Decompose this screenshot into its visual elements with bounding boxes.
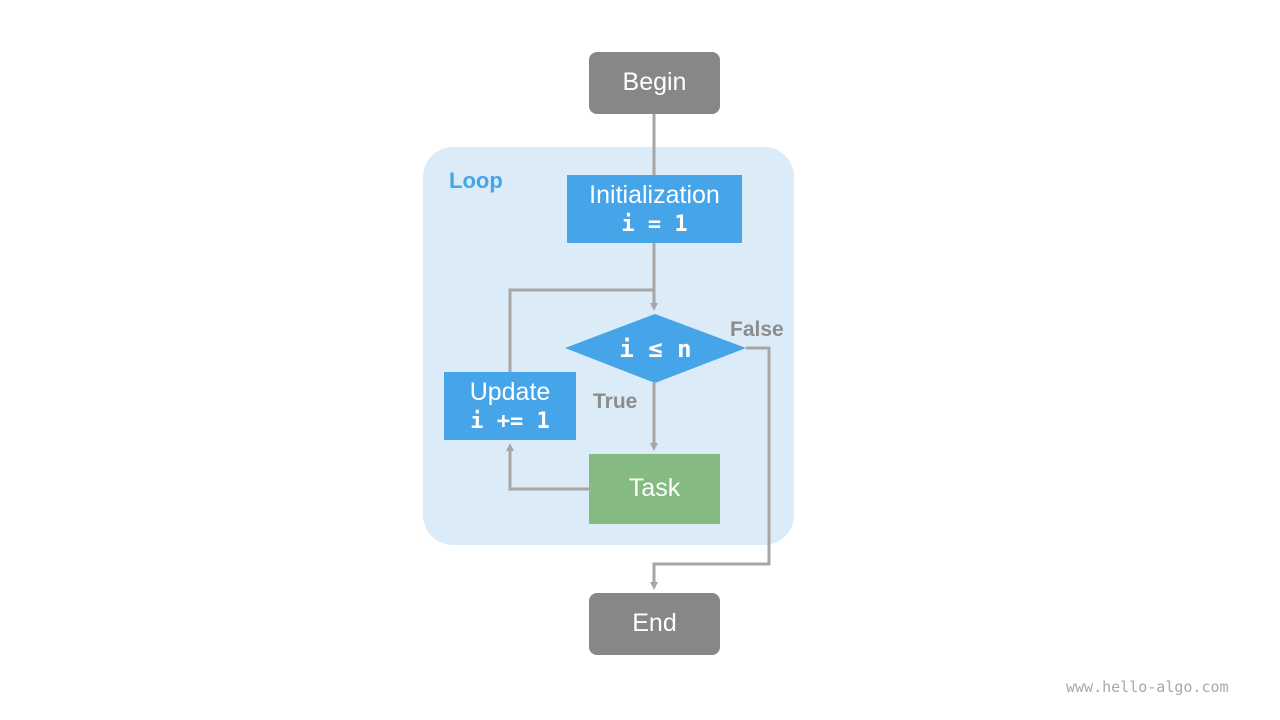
edge-task-update	[506, 443, 589, 491]
initialization-label: Initialization	[589, 180, 720, 209]
initialization-code: i = 1	[621, 211, 688, 237]
begin-node: Begin	[589, 52, 720, 114]
false-edge-label: False	[730, 318, 784, 341]
task-node: Task	[589, 454, 720, 524]
update-node: Update i += 1	[444, 372, 576, 440]
edge-update-condition	[508, 288, 654, 372]
loop-label: Loop	[449, 168, 503, 193]
edge-condition-end	[650, 346, 771, 590]
update-label: Update	[469, 377, 551, 406]
condition-diamond	[565, 314, 746, 383]
end-label: End	[632, 609, 677, 638]
true-edge-label: True	[593, 390, 638, 413]
begin-label: Begin	[622, 68, 687, 97]
initialization-node: Initialization i = 1	[567, 175, 742, 243]
watermark: www.hello-algo.com	[1066, 678, 1229, 696]
update-code: i += 1	[470, 408, 550, 434]
condition-label: i ≤ n	[619, 334, 692, 363]
task-label: Task	[628, 474, 681, 503]
end-node: End	[589, 593, 720, 655]
